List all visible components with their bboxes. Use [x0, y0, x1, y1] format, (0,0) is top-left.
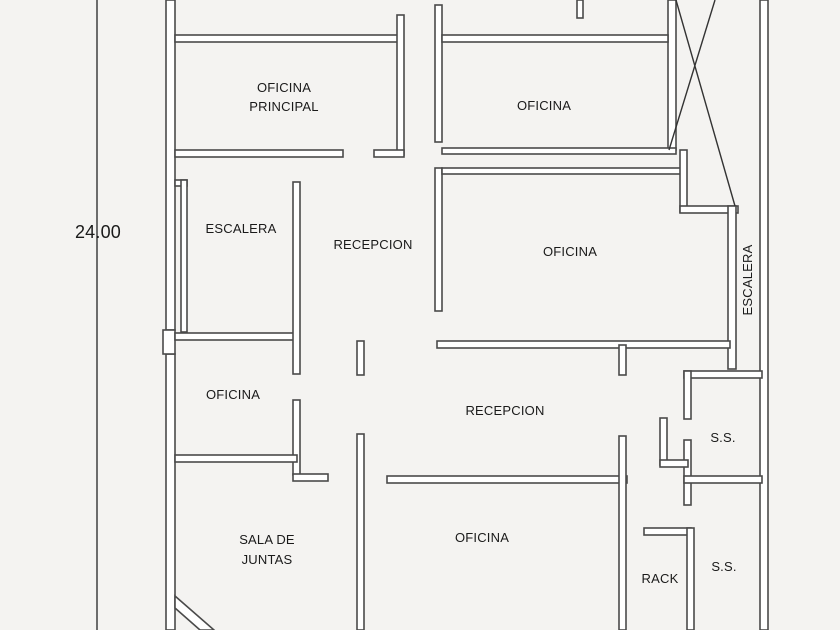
- label-sala-juntas-1: SALA DE: [239, 532, 295, 547]
- label-oficina-bottom: OFICINA: [455, 530, 509, 545]
- room-labels: OFICINA PRINCIPAL OFICINA ESCALERA RECEP…: [206, 80, 755, 586]
- label-recepcion-main: RECEPCION: [465, 403, 544, 418]
- interior-walls: [174, 0, 763, 630]
- outer-walls: [162, 0, 769, 630]
- shaft-cross: [668, 0, 736, 207]
- label-oficina-principal-1: OFICINA: [257, 80, 311, 95]
- label-sala-juntas-2: JUNTAS: [242, 552, 293, 567]
- label-oficina-principal-2: PRINCIPAL: [249, 99, 318, 114]
- label-escalera-left: ESCALERA: [206, 221, 277, 236]
- label-oficina-left: OFICINA: [206, 387, 260, 402]
- label-oficina-mid: OFICINA: [543, 244, 597, 259]
- label-rack: RACK: [642, 571, 679, 586]
- label-ss-lower: S.S.: [711, 559, 736, 574]
- dimension-label: 24.00: [75, 222, 121, 242]
- dimension-line: 24.00: [75, 0, 121, 630]
- label-recepcion-top: RECEPCION: [333, 237, 412, 252]
- label-ss-upper: S.S.: [710, 430, 735, 445]
- label-escalera-right: ESCALERA: [740, 244, 755, 315]
- label-oficina-top: OFICINA: [517, 98, 571, 113]
